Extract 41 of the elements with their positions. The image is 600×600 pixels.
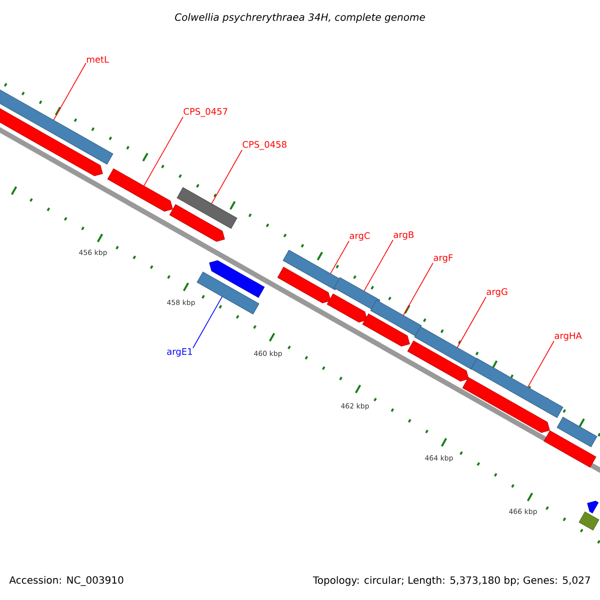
gene-bar xyxy=(414,326,478,370)
leader-line xyxy=(403,262,434,316)
gene-bar xyxy=(277,266,331,304)
gene-bar xyxy=(196,272,260,314)
gene-bar xyxy=(470,358,564,418)
gene-bar xyxy=(282,250,342,290)
gene-bar xyxy=(326,294,368,322)
gene-bar xyxy=(334,277,380,311)
gene-label: argF xyxy=(434,254,453,263)
gene-label: argB xyxy=(394,231,414,240)
gene-bar xyxy=(462,377,550,433)
gene-bar xyxy=(107,168,173,212)
title: Colwellia psychrerythraea 34H, complete genome xyxy=(175,13,425,23)
gene-label: argE1 xyxy=(167,348,192,357)
gene-label: metL xyxy=(87,56,109,63)
leader-line xyxy=(364,240,394,292)
gene-bar xyxy=(209,260,265,298)
leader-line xyxy=(53,62,86,120)
leader-line xyxy=(192,296,223,348)
gene-bar xyxy=(0,106,103,176)
leader-line xyxy=(456,296,486,348)
gene-bar xyxy=(362,314,410,346)
gene-bar xyxy=(578,512,600,530)
gene-bar xyxy=(544,430,596,468)
footer-text: Topology: circular; Length: 5,373,180 bp; Genes: 5,027 xyxy=(312,576,590,586)
gene-label: argHA xyxy=(554,332,582,341)
leader-line xyxy=(211,150,242,204)
gene-bar xyxy=(407,340,469,382)
leader-line xyxy=(144,116,184,186)
gene-bar xyxy=(556,416,598,448)
leader-line xyxy=(527,340,554,388)
gene-label: CPS_0458 xyxy=(242,141,286,150)
gene-label: argG xyxy=(486,288,508,297)
gene-bar xyxy=(587,500,599,514)
gene-bar xyxy=(169,204,225,242)
gene-label: argC xyxy=(350,232,370,241)
leader-line xyxy=(330,240,350,274)
gene-bar xyxy=(176,187,238,229)
gene-bar xyxy=(370,300,422,336)
footer-text: Accession: NC_003910 xyxy=(9,576,124,586)
gene-label: CPS_0457 xyxy=(184,108,228,117)
